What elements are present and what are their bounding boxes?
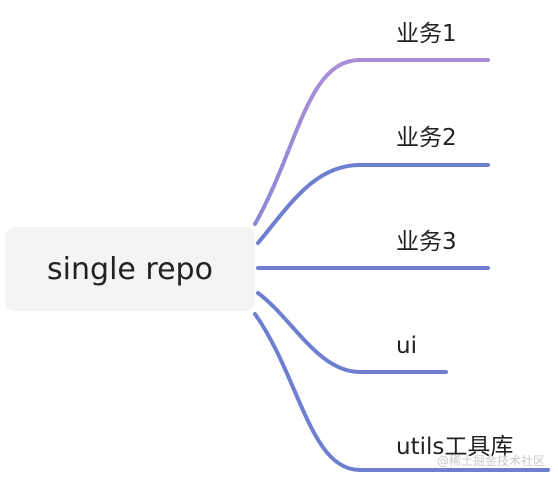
- branch-node-2[interactable]: 业务2: [256, 125, 490, 245]
- branch-node-1[interactable]: 业务1: [253, 21, 490, 226]
- branch-node-3[interactable]: 业务3: [256, 229, 490, 270]
- watermark-text: @稀土掘金技术社区: [437, 453, 545, 468]
- branch-node-4[interactable]: ui: [256, 291, 448, 374]
- branch-label-3: 业务3: [396, 229, 457, 255]
- root-node-box: [5, 227, 255, 311]
- branch-label-1: 业务1: [396, 21, 457, 47]
- root-node[interactable]: single repo: [5, 227, 255, 311]
- branch-node-5[interactable]: utils工具库: [253, 312, 550, 472]
- branch-label-2: 业务2: [396, 125, 457, 151]
- branch-connector-4: [256, 291, 362, 374]
- branch-label-4: ui: [396, 333, 417, 359]
- branch-label-5: utils工具库: [396, 434, 513, 460]
- branch-connector-5: [253, 312, 362, 472]
- branch-connector-1: [253, 58, 362, 226]
- root-node-label: single repo: [47, 252, 213, 287]
- branch-connector-2: [256, 163, 362, 245]
